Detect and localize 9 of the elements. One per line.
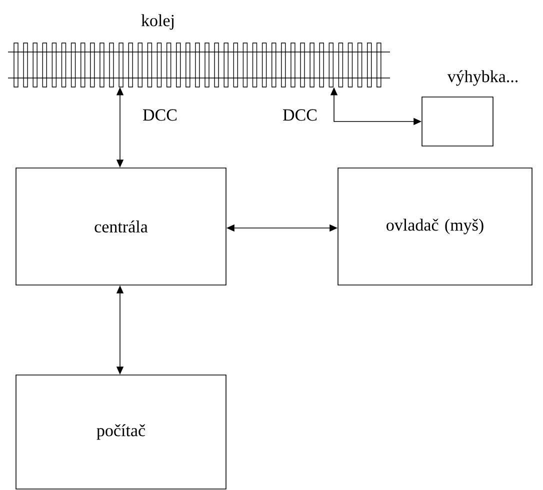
node-label: kolej	[141, 14, 174, 30]
railway-track: kolej	[8, 14, 390, 88]
process-box: centrála	[16, 168, 226, 286]
turnout-box: výhybka...	[422, 70, 518, 146]
process-box: počítač	[16, 374, 226, 490]
edge-label: DCC	[142, 108, 178, 122]
edge-label: DCC	[282, 108, 318, 122]
node-label: výhybka...	[447, 70, 518, 86]
process-box: ovladač (myš)	[338, 168, 532, 286]
